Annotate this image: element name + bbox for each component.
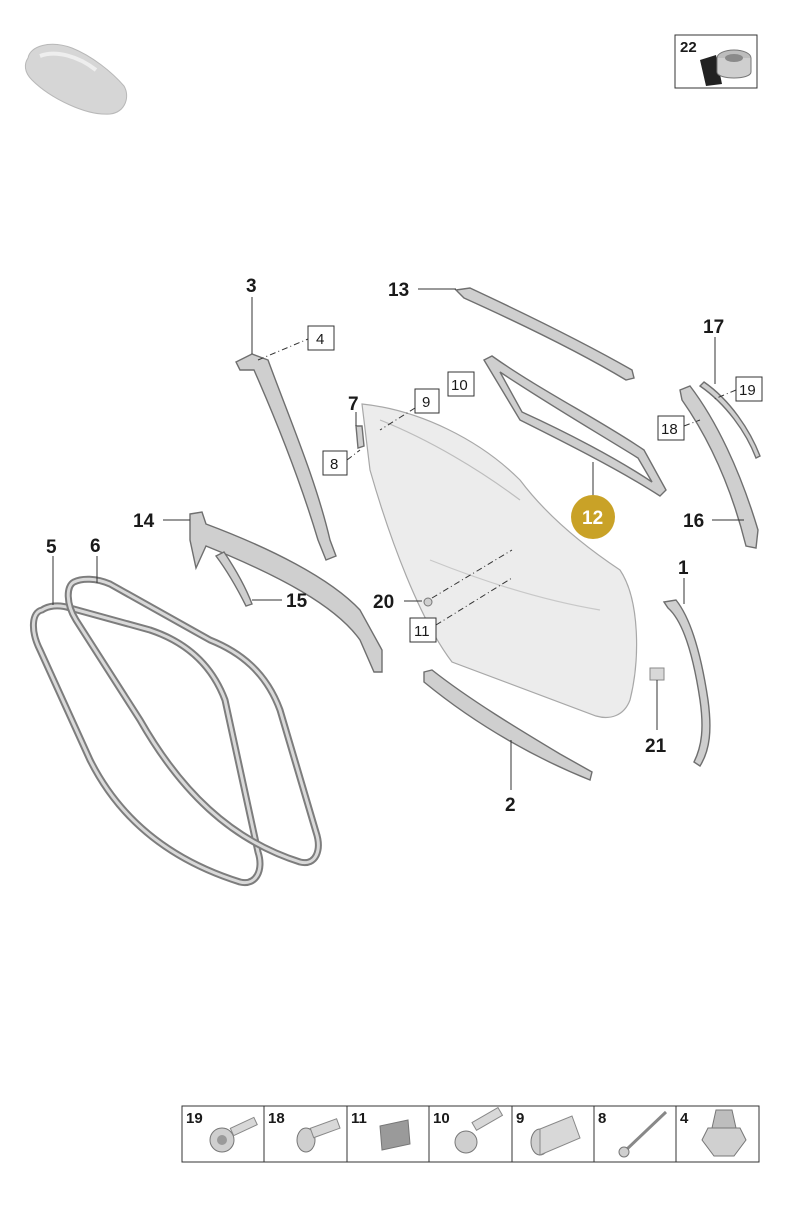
part-21-pad[interactable]: 21 [645,667,667,757]
callout-7: 7 [348,394,359,415]
strip-label-4: 4 [680,1110,689,1127]
tape-roll-icon [700,49,752,86]
callout-13: 13 [388,280,409,301]
part-5-door-seal[interactable]: 5 [30,537,264,887]
fastener-cell-4[interactable]: 4 [680,1109,747,1157]
strip-label-18: 18 [268,1110,285,1127]
callout-18: 18 [661,421,678,438]
callout-17: 17 [703,317,724,338]
callout-15: 15 [286,591,308,612]
callout-21: 21 [645,736,667,757]
part-6-door-seal[interactable]: 6 [64,536,322,867]
part-13-roof-trim[interactable]: 13 [388,280,635,381]
strip-label-8: 8 [598,1110,606,1127]
strip-label-10: 10 [433,1110,450,1127]
clip-icon [701,1109,747,1157]
fastener-cell-11[interactable]: 11 [351,1110,411,1151]
part-7-clip[interactable]: 7 8 [322,394,365,476]
callout-19: 19 [739,382,756,399]
callout-11: 11 [414,623,430,640]
pad-icon [379,1119,411,1151]
door-panel [361,403,638,719]
highlight-badge-12 [571,495,615,539]
part-20-plug[interactable]: 20 [373,549,513,613]
callout-5: 5 [46,537,57,558]
fastener-cell-10[interactable]: 10 [433,1106,504,1154]
screw-icon [454,1106,504,1154]
fastener-cell-9[interactable]: 9 [516,1110,581,1156]
callout-4: 4 [316,331,324,348]
fastener-ref-11[interactable]: 11 [409,577,513,643]
fastener-cell-8[interactable]: 8 [598,1110,668,1158]
rivet-nut-icon [530,1115,581,1156]
part-1-cable[interactable]: 1 [662,558,711,767]
part-14-window-channel[interactable]: 14 [133,511,383,673]
callout-2: 2 [505,795,516,816]
callout-6: 6 [90,536,101,557]
callout-12: 12 [582,508,603,529]
fastener-refs-9-10[interactable]: 9 10 [379,371,475,431]
stud-icon [296,1118,341,1153]
callout-9: 9 [422,394,430,411]
fastener-refs-18-19[interactable]: 18 19 [657,376,763,441]
strip-label-9: 9 [516,1110,524,1127]
fastener-cell-19[interactable]: 19 [186,1110,258,1153]
callout-8: 8 [330,456,338,473]
callout-10: 10 [451,377,468,394]
fastener-cell-18[interactable]: 18 [268,1110,341,1153]
fastener-strip: 19 18 11 10 [181,1105,760,1163]
car-silhouette-icon [24,43,128,115]
strip-label-11: 11 [351,1110,367,1127]
accessory-box-22[interactable]: 22 [674,34,758,89]
part-2-sill-trim[interactable]: 2 [423,669,593,816]
callout-20: 20 [373,592,394,613]
callout-16: 16 [683,511,704,532]
callout-1: 1 [678,558,689,579]
bolt-icon [209,1116,258,1153]
strip-label-19: 19 [186,1110,203,1127]
part-3-pillar-trim[interactable]: 3 4 [235,276,337,561]
part-12-window-frame[interactable]: 12 [483,355,667,539]
part-16-seal-strip[interactable]: 16 [679,385,759,549]
callout-3: 3 [246,276,257,297]
part-15-bracket[interactable]: 15 [214,551,308,612]
callout-14: 14 [133,511,155,532]
callout-22: 22 [680,39,697,56]
pin-icon [618,1110,668,1158]
